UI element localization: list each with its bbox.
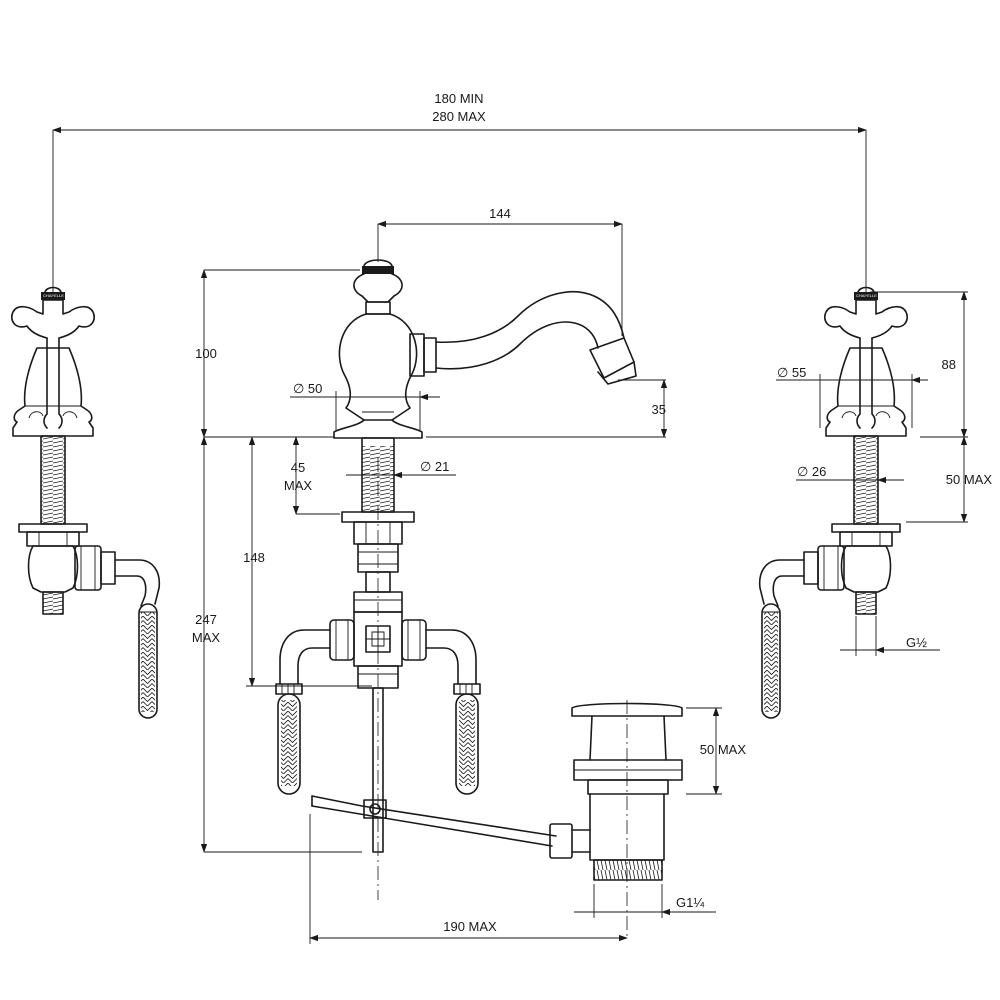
- label-deck-thickness-2: MAX: [284, 478, 313, 493]
- label-pop-up-rod: 190 MAX: [443, 919, 497, 934]
- centre-spout: [275, 259, 637, 853]
- label-spout-base-dia: ∅ 50: [293, 381, 322, 396]
- label-waste-deck-max: 50 MAX: [700, 742, 747, 757]
- label-spout-reach: 144: [489, 206, 511, 221]
- dimension-labels: 180 MIN 280 MAX 144 100 ∅ 50 35 ∅ 21 45 …: [192, 91, 992, 934]
- dimension-lines: [52, 126, 968, 944]
- label-valve-connection: G½: [906, 635, 927, 650]
- label-spout-height: 100: [195, 346, 217, 361]
- label-overall-depth-1: 247: [195, 612, 217, 627]
- label-spout-thread-dia: ∅ 21: [420, 459, 449, 474]
- label-overall-depth-2: MAX: [192, 630, 221, 645]
- label-centres-min: 180 MIN: [434, 91, 483, 106]
- label-tail-length: 148: [243, 550, 265, 565]
- label-deck-thickness-1: 45: [291, 460, 305, 475]
- label-valve-thread-dia: ∅ 26: [797, 464, 826, 479]
- right-cross-handle-valve: CHAPELLE: [758, 286, 909, 719]
- right-handle-brand: CHAPELLE: [856, 293, 877, 298]
- label-valve-base-dia: ∅ 55: [777, 365, 806, 380]
- pop-up-waste: [311, 702, 683, 881]
- left-cross-handle-valve: CHAPELLE: [10, 286, 161, 719]
- centre-lines: [377, 458, 628, 940]
- label-centres-max: 280 MAX: [432, 109, 486, 124]
- left-handle-brand: CHAPELLE: [43, 293, 64, 298]
- label-valve-height: 88: [942, 357, 956, 372]
- label-waste-thread: G1¼: [676, 895, 704, 910]
- label-valve-deck-max: 50 MAX: [946, 472, 993, 487]
- label-spout-outlet-height: 35: [652, 402, 666, 417]
